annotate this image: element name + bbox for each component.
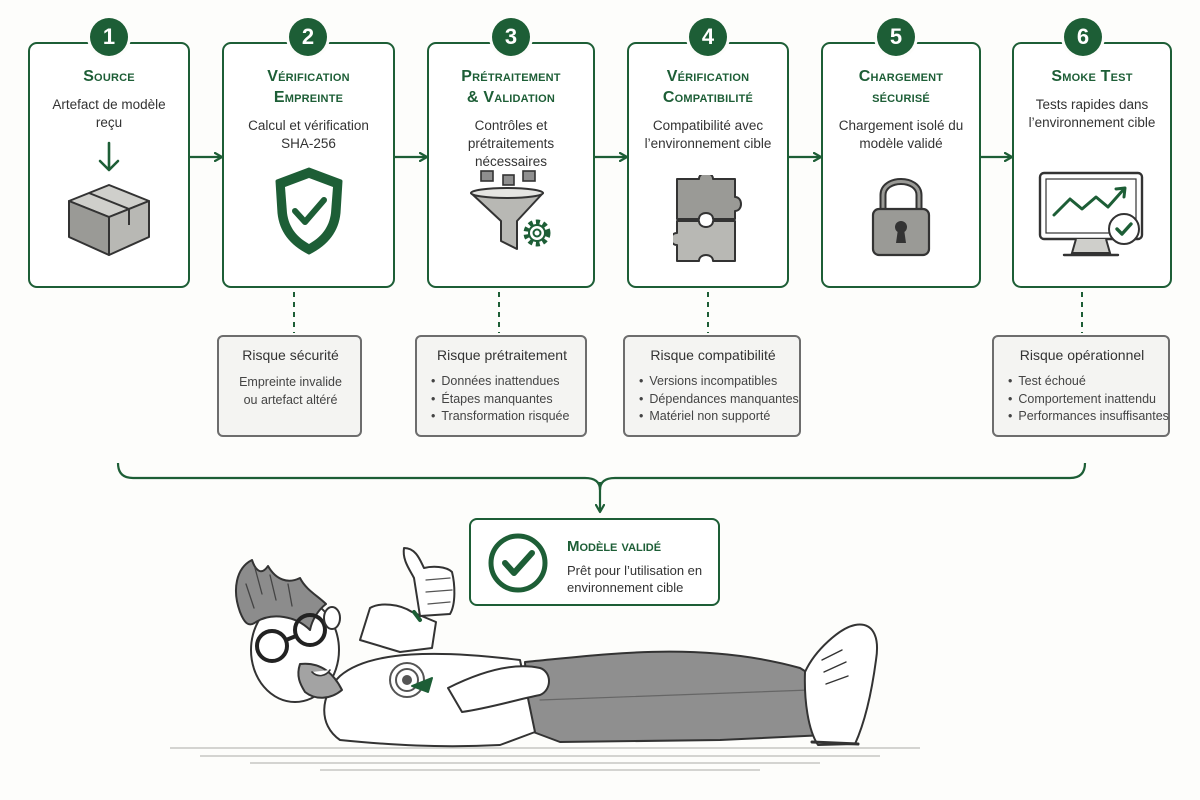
step-badge-3: 3 xyxy=(492,18,530,56)
risk-box-security: Risque sécurité Empreinte invalide ou ar… xyxy=(217,335,362,437)
monitor-chart-icon xyxy=(1036,169,1148,266)
shield-check-icon xyxy=(269,165,349,262)
step-title: Prétraitement& Validation xyxy=(461,68,561,106)
step-card-preprocessing: Prétraitement& Validation Contrôles et p… xyxy=(427,42,595,288)
step-badge-6: 6 xyxy=(1064,18,1102,56)
risk-item: Dépendances manquantes xyxy=(639,391,798,409)
ground-shadow xyxy=(170,747,920,771)
risk-title: Risque opérationnel xyxy=(1019,347,1145,363)
risk-title: Risque prétraitement xyxy=(437,347,567,363)
risk-item: Comportement inattendu xyxy=(1008,391,1156,409)
step-description: Compatibilité avec l’environnement cible xyxy=(644,118,772,151)
step-badge-4: 4 xyxy=(689,18,727,56)
risk-item: Données inattendues xyxy=(431,373,573,391)
risk-text: Empreinte invalide ou artefact altéré xyxy=(239,375,342,407)
step-description: Calcul et vérification SHA-256 xyxy=(248,118,369,151)
step-title: Source xyxy=(83,68,135,85)
summary-bracket xyxy=(116,462,1087,491)
step-badge-1: 1 xyxy=(90,18,128,56)
risk-item: Étapes manquantes xyxy=(431,391,573,409)
validated-model-box: Modèle validé Prêt pour l’utilisation en… xyxy=(469,518,720,606)
package-icon xyxy=(59,139,159,262)
step-description: Artefact de modèle reçu xyxy=(52,97,166,130)
validated-model-description: Prêt pour l’utilisation en environnement… xyxy=(567,563,703,595)
reclining-person-illustration xyxy=(235,547,878,748)
step-title: Smoke Test xyxy=(1051,68,1133,85)
risk-box-preprocessing: Risque prétraitement Données inattendues… xyxy=(415,335,587,437)
puzzle-icon xyxy=(670,172,743,270)
step-description: Tests rapides dans l’environnement cible xyxy=(1028,97,1156,130)
risk-title: Risque sécurité xyxy=(242,347,339,363)
risk-item: Performances insuffisantes xyxy=(1008,408,1169,426)
funnel-gear-icon xyxy=(463,169,559,264)
padlock-icon xyxy=(869,171,933,264)
risk-box-compatibility: Risque compatibilité Versions incompatib… xyxy=(623,335,801,437)
risk-title: Risque compatibilité xyxy=(650,347,776,363)
step-badge-2: 2 xyxy=(289,18,327,56)
risk-box-operational: Risque opérationnel Test échoué Comporte… xyxy=(992,335,1170,437)
step-description: Contrôles et prétraitements nécessaires xyxy=(467,118,555,169)
risk-item: Test échoué xyxy=(1008,373,1156,391)
step-badge-5: 5 xyxy=(877,18,915,56)
validated-model-title: Modèle validé xyxy=(567,538,662,555)
risk-item: Matériel non supporté xyxy=(639,408,787,426)
step-card-smoke-test: Smoke Test Tests rapides dans l’environn… xyxy=(1012,42,1172,288)
step-description: Chargement isolé du modèle validé xyxy=(838,118,964,151)
step-card-source: Source Artefact de modèle reçu xyxy=(28,42,190,288)
risk-item: Transformation risquée xyxy=(431,408,573,426)
risk-item: Versions incompatibles xyxy=(639,373,787,391)
check-circle-icon xyxy=(487,532,549,599)
